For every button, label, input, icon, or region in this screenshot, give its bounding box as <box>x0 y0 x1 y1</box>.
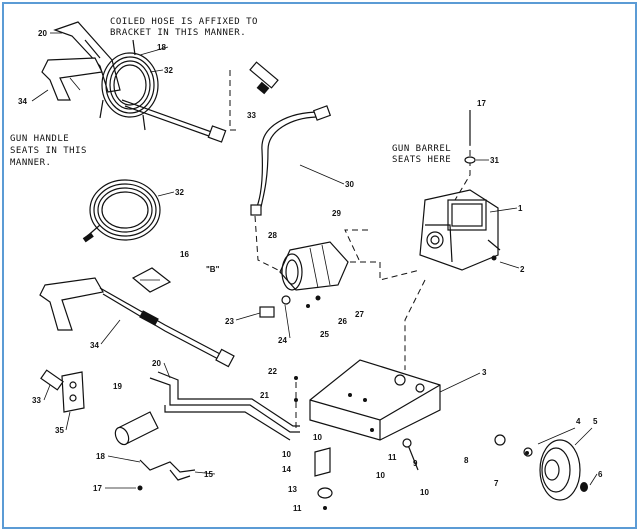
washer-8 <box>494 434 506 446</box>
callout-11-a: 11 <box>388 453 397 462</box>
callout-8: 8 <box>464 456 469 465</box>
callout-5: 5 <box>593 417 598 426</box>
callout-7: 7 <box>494 479 499 488</box>
note-gun-handle-1: GUN HANDLE <box>10 134 69 144</box>
callout-31: 31 <box>490 156 499 165</box>
leader-lines <box>31 32 598 489</box>
callout-34-mid: 34 <box>90 341 99 350</box>
note-gun-handle-2: SEATS IN THIS <box>10 146 87 156</box>
callout-1: 1 <box>518 204 523 213</box>
clip-18 <box>139 459 196 473</box>
note-gun-handle-3: MANNER. <box>10 158 51 168</box>
callout-2: 2 <box>520 265 525 274</box>
callout-4: 4 <box>576 417 581 426</box>
callout-33-top: 33 <box>247 111 256 120</box>
callout-11-b: 11 <box>293 504 302 513</box>
pump-28 <box>259 241 349 318</box>
connector-hose-pump <box>254 215 283 273</box>
callout-32-mid: 32 <box>175 188 184 197</box>
callout-33-bottom: 33 <box>32 396 41 405</box>
callout-28: 28 <box>268 231 277 240</box>
callout-10-b: 10 <box>282 450 291 459</box>
callout-B: "B" <box>206 265 220 274</box>
engine-1 <box>419 189 501 271</box>
callout-18-top: 18 <box>157 43 166 52</box>
wheel-5 <box>539 439 588 501</box>
connector-17 <box>454 120 471 201</box>
callout-29: 29 <box>332 209 341 218</box>
connector-33 <box>229 70 240 131</box>
callout-20-bottom: 20 <box>152 359 161 368</box>
bolt-9 <box>407 444 419 471</box>
coiled-hose-32 <box>82 179 161 243</box>
fitting-33-bottom <box>40 369 64 391</box>
connector-pump-engine <box>350 261 421 281</box>
callout-17-bottom: 17 <box>93 484 102 493</box>
note-coiled-hose-2: BRACKET IN THIS MANNER. <box>110 28 246 38</box>
handle-20 <box>149 371 300 441</box>
fitting-33-top <box>249 61 279 95</box>
callout-25: 25 <box>320 330 329 339</box>
callout-15: 15 <box>204 470 213 479</box>
connector-29 <box>344 229 368 263</box>
base-frame-3 <box>309 359 441 441</box>
bracket-35 <box>61 371 85 413</box>
spray-gun-34 <box>39 277 235 368</box>
callout-10-a: 10 <box>313 433 322 442</box>
foot-13 <box>317 487 333 499</box>
callout-22: 22 <box>268 367 277 376</box>
callout-26: 26 <box>338 317 347 326</box>
hose-30 <box>250 105 332 216</box>
callout-10-d: 10 <box>420 488 429 497</box>
note-coiled-hose-1: COILED HOSE IS AFFIXED TO <box>110 17 258 27</box>
callout-10-c: 10 <box>376 471 385 480</box>
callout-14: 14 <box>282 465 291 474</box>
callout-3: 3 <box>482 368 487 377</box>
callout-17-top: 17 <box>477 99 486 108</box>
callout-30: 30 <box>345 180 354 189</box>
callout-24: 24 <box>278 336 287 345</box>
callout-19: 19 <box>113 382 122 391</box>
note-gun-barrel-1: GUN BARREL <box>392 144 451 154</box>
note-gun-barrel-2: SEATS HERE <box>392 155 451 165</box>
connector-engine-base <box>404 279 426 370</box>
callout-34-top: 34 <box>18 97 27 106</box>
foot-14 <box>314 447 331 477</box>
callout-18-bottom: 18 <box>96 452 105 461</box>
callout-21: 21 <box>260 391 269 400</box>
callout-13: 13 <box>288 485 297 494</box>
callout-35: 35 <box>55 426 64 435</box>
callout-6: 6 <box>598 470 603 479</box>
callout-32-top: 32 <box>164 66 173 75</box>
callout-27: 27 <box>355 310 364 319</box>
callout-23: 23 <box>225 317 234 326</box>
callout-9: 9 <box>413 459 418 468</box>
handle-bracket-with-hose <box>41 21 227 143</box>
callout-20-top: 20 <box>38 29 47 38</box>
callout-16: 16 <box>180 250 189 259</box>
grip-19 <box>114 411 159 446</box>
